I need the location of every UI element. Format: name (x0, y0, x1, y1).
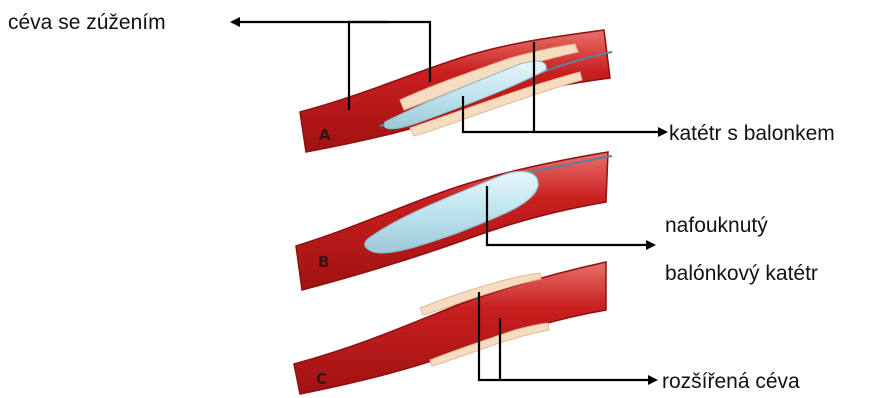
panel-letter-b: B (318, 253, 329, 271)
label-narrowed-vessel: céva se zúžením (8, 11, 166, 34)
panel-b: B (296, 152, 612, 290)
label-balloon-catheter: katétr s balonkem (669, 122, 835, 145)
label-inflated-line2: balónkový katétr (665, 262, 818, 285)
vessel-c (294, 262, 606, 394)
panel-letter-a: A (319, 126, 331, 144)
panel-c: C (294, 262, 606, 394)
label-widened-vessel: rozšířená céva (662, 370, 800, 393)
panel-a: A (300, 30, 612, 152)
label-inflated-line1: nafouknutý (665, 214, 768, 237)
panel-letter-c: C (316, 370, 327, 388)
